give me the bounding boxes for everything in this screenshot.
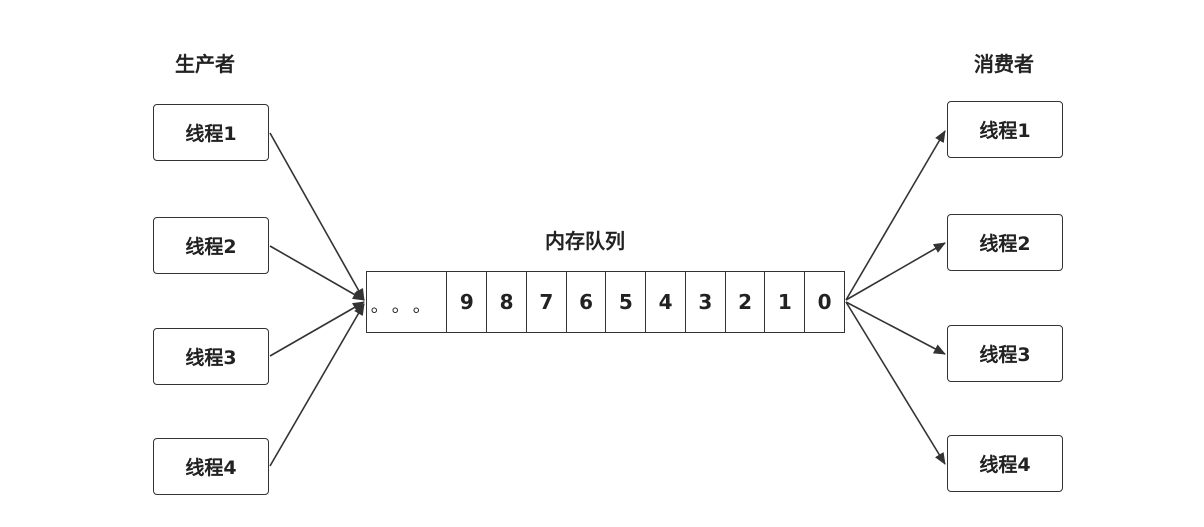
- queue-cell: 4: [645, 272, 685, 332]
- producer-thread-2: 线程2: [153, 217, 269, 274]
- consumer-thread-3: 线程3: [947, 325, 1063, 382]
- arrow-consumer-4: [845, 301, 946, 465]
- producer-thread-3: 线程3: [153, 328, 269, 385]
- arrow-consumer-1: [845, 130, 946, 301]
- arrow-producer-4: [269, 303, 365, 467]
- consumer-thread-4: 线程4: [947, 435, 1063, 492]
- queue-cell: 1: [764, 272, 804, 332]
- queue-cell: 6: [565, 272, 606, 332]
- producer-thread-4: 线程4: [153, 438, 269, 495]
- queue-cell: 8: [486, 272, 526, 332]
- producer-title: 生产者: [175, 52, 235, 76]
- consumer-thread-2: 线程2: [947, 214, 1063, 271]
- queue-cell: 7: [525, 272, 566, 332]
- queue-cell-ellipsis: 。。。: [370, 296, 443, 317]
- arrow-consumer-3: [845, 301, 946, 355]
- queue-cell: 2: [724, 272, 765, 332]
- arrow-producer-2: [269, 245, 365, 301]
- consumer-title: 消费者: [974, 52, 1034, 76]
- producer-thread-1: 线程1: [153, 104, 269, 161]
- queue-cell: 9: [446, 272, 486, 332]
- queue-cell: 0: [804, 272, 844, 332]
- queue-title: 内存队列: [545, 229, 625, 253]
- arrow-consumer-2: [845, 242, 946, 301]
- arrow-producer-3: [269, 301, 365, 357]
- queue-cell: 3: [684, 272, 725, 332]
- consumer-thread-1: 线程1: [947, 101, 1063, 158]
- memory-queue: 。。。 9 8 7 6 5 4 3 2 1 0: [366, 271, 845, 333]
- arrow-producer-1: [269, 132, 365, 301]
- queue-cell: 5: [605, 272, 645, 332]
